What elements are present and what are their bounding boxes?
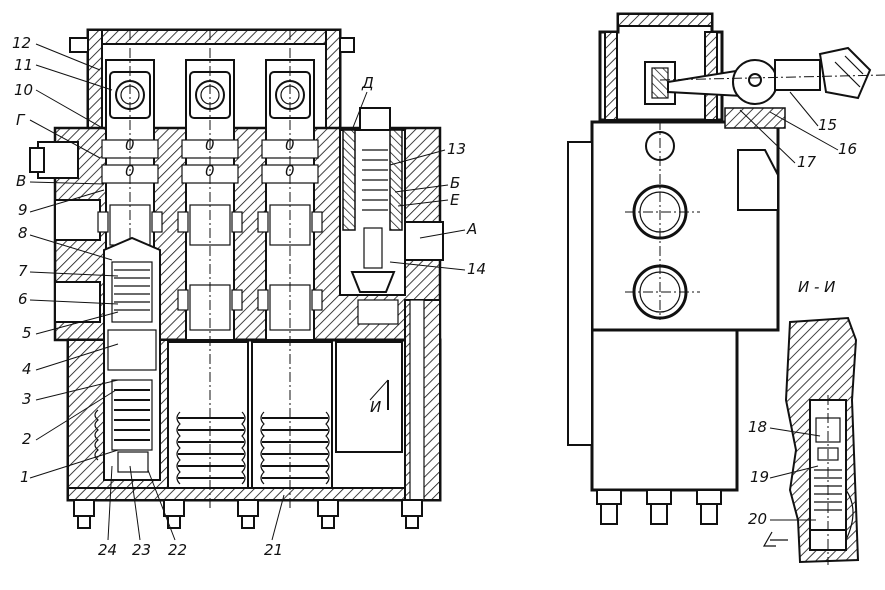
label-22: 22 xyxy=(168,541,187,559)
label-4: 4 xyxy=(22,360,32,378)
section-i-i-view xyxy=(762,316,860,565)
label-1: 1 xyxy=(20,468,30,486)
label-7: 7 xyxy=(18,262,28,280)
label-i: И xyxy=(370,398,381,416)
side-view xyxy=(567,12,885,525)
side-lower-body xyxy=(590,328,739,492)
label-12: 12 xyxy=(12,34,31,52)
label-v: В xyxy=(16,172,26,190)
relief-valve-stack xyxy=(94,236,161,481)
port-left-middle xyxy=(54,199,101,241)
label-3: 3 xyxy=(22,390,32,408)
label-17: 17 xyxy=(797,153,817,171)
label-20: 20 xyxy=(748,510,767,528)
label-23: 23 xyxy=(132,541,151,559)
label-e: Е xyxy=(450,191,460,209)
label-15: 15 xyxy=(818,116,837,134)
label-9: 9 xyxy=(18,201,28,219)
section-title: И - И xyxy=(798,278,835,296)
leader-lines xyxy=(29,43,839,541)
top-cover-wall xyxy=(87,29,341,45)
label-14: 14 xyxy=(467,260,486,278)
bottom-bolts xyxy=(73,499,423,529)
label-b: Б xyxy=(450,174,460,192)
label-8: 8 xyxy=(18,224,28,242)
port-left-lower xyxy=(54,281,101,323)
label-g: Г xyxy=(16,111,26,129)
label-6: 6 xyxy=(18,290,28,308)
label-5: 5 xyxy=(22,324,32,342)
main-section-view: 0 0 0 0 0 0 xyxy=(29,28,444,529)
port-a xyxy=(404,221,444,261)
label-18: 18 xyxy=(748,418,767,436)
label-10: 10 xyxy=(14,81,33,99)
label-21: 21 xyxy=(264,541,283,559)
label-16: 16 xyxy=(838,140,857,158)
label-11: 11 xyxy=(14,56,33,74)
safety-valve xyxy=(339,107,444,325)
label-a: А xyxy=(466,220,477,238)
label-2: 2 xyxy=(22,430,32,448)
label-d: Д xyxy=(361,74,374,92)
label-24: 24 xyxy=(98,541,117,559)
label-19: 19 xyxy=(750,468,769,486)
label-13: 13 xyxy=(447,140,466,158)
part-labels: 12 11 10 Г В 9 8 7 6 5 4 3 2 1 24 23 22 … xyxy=(12,34,857,559)
side-cavity xyxy=(335,341,403,453)
